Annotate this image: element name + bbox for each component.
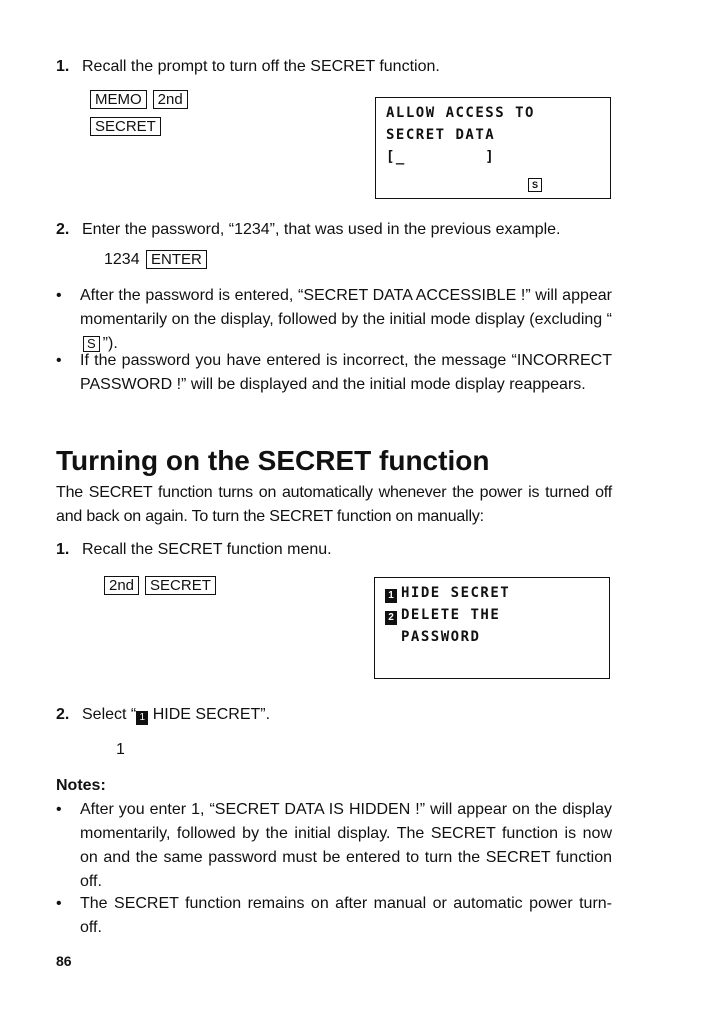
memo-key: MEMO bbox=[90, 90, 147, 109]
step-text: Recall the prompt to turn off the SECRET… bbox=[82, 58, 440, 75]
step-number: 1. bbox=[56, 58, 70, 75]
note-text: After you enter 1, “SECRET DATA IS HIDDE… bbox=[80, 801, 612, 890]
password-input-value: 1234 bbox=[104, 251, 140, 268]
menu-number-2-icon: 2 bbox=[385, 611, 397, 625]
bullet-text: After the password is entered, “SECRET D… bbox=[80, 287, 612, 328]
bullet-text: If the password you have entered is inco… bbox=[80, 352, 612, 393]
secret-indicator-icon: S bbox=[528, 178, 542, 192]
bullet-text-end: ”). bbox=[102, 335, 118, 352]
step-2: 2. Enter the password, “1234”, that was u… bbox=[56, 218, 560, 242]
key-row-memo-2nd: MEMO 2nd bbox=[90, 90, 194, 109]
key-row-secret: SECRET bbox=[90, 117, 167, 136]
step-number: 1. bbox=[56, 541, 70, 558]
step-text: Recall the SECRET function menu. bbox=[82, 541, 332, 558]
secret-key: SECRET bbox=[145, 576, 216, 595]
bullet-mark: • bbox=[56, 895, 62, 912]
menu-number-1-icon: 1 bbox=[136, 711, 149, 725]
page-number: 86 bbox=[56, 953, 72, 969]
step-number: 2. bbox=[56, 706, 70, 723]
bullet-mark: • bbox=[56, 287, 62, 304]
section-intro: The SECRET function turns on automatical… bbox=[56, 484, 612, 525]
bullet-item: • After the password is entered, “SECRET… bbox=[56, 284, 612, 356]
step-text: Enter the password, “1234”, that was use… bbox=[82, 221, 561, 238]
step-2-select: 2.Select “1 HIDE SECRET”. bbox=[56, 703, 270, 727]
menu-number-1-icon: 1 bbox=[385, 589, 397, 603]
section-heading: Turning on the SECRET function bbox=[56, 445, 490, 476]
step-1-menu: 1. Recall the SECRET function menu. bbox=[56, 538, 332, 562]
note-item: • After you enter 1, “SECRET DATA IS HID… bbox=[56, 798, 612, 894]
note-text: The SECRET function remains on after man… bbox=[80, 895, 612, 936]
notes-heading: Notes: bbox=[56, 777, 106, 794]
enter-key: ENTER bbox=[146, 250, 207, 270]
key-row-2nd-secret: 2nd SECRET bbox=[104, 576, 222, 595]
2nd-key: 2nd bbox=[152, 90, 188, 109]
input-value: 1 bbox=[116, 741, 125, 758]
2nd-key: 2nd bbox=[104, 576, 140, 595]
display-line-2: SECRET DATA bbox=[386, 127, 496, 143]
bullet-item: • If the password you have entered is in… bbox=[56, 349, 612, 397]
lcd-display-access: ALLOW ACCESS TO SECRET DATA [_ ] S bbox=[375, 97, 611, 199]
key-row-enter: 1234 ENTER bbox=[104, 248, 213, 272]
note-item: • The SECRET function remains on after m… bbox=[56, 892, 612, 940]
step-number: 2. bbox=[56, 221, 70, 238]
secret-key: SECRET bbox=[90, 117, 161, 136]
display-line-1: ALLOW ACCESS TO bbox=[386, 105, 535, 121]
s-key: S bbox=[83, 335, 100, 352]
bullet-mark: • bbox=[56, 801, 62, 818]
bullet-mark: • bbox=[56, 352, 62, 369]
display-line-3: [_ ] bbox=[386, 149, 496, 165]
menu-item-delete-cont: PASSWORD bbox=[401, 629, 481, 645]
step-1: 1. Recall the prompt to turn off the SECR… bbox=[56, 55, 440, 79]
